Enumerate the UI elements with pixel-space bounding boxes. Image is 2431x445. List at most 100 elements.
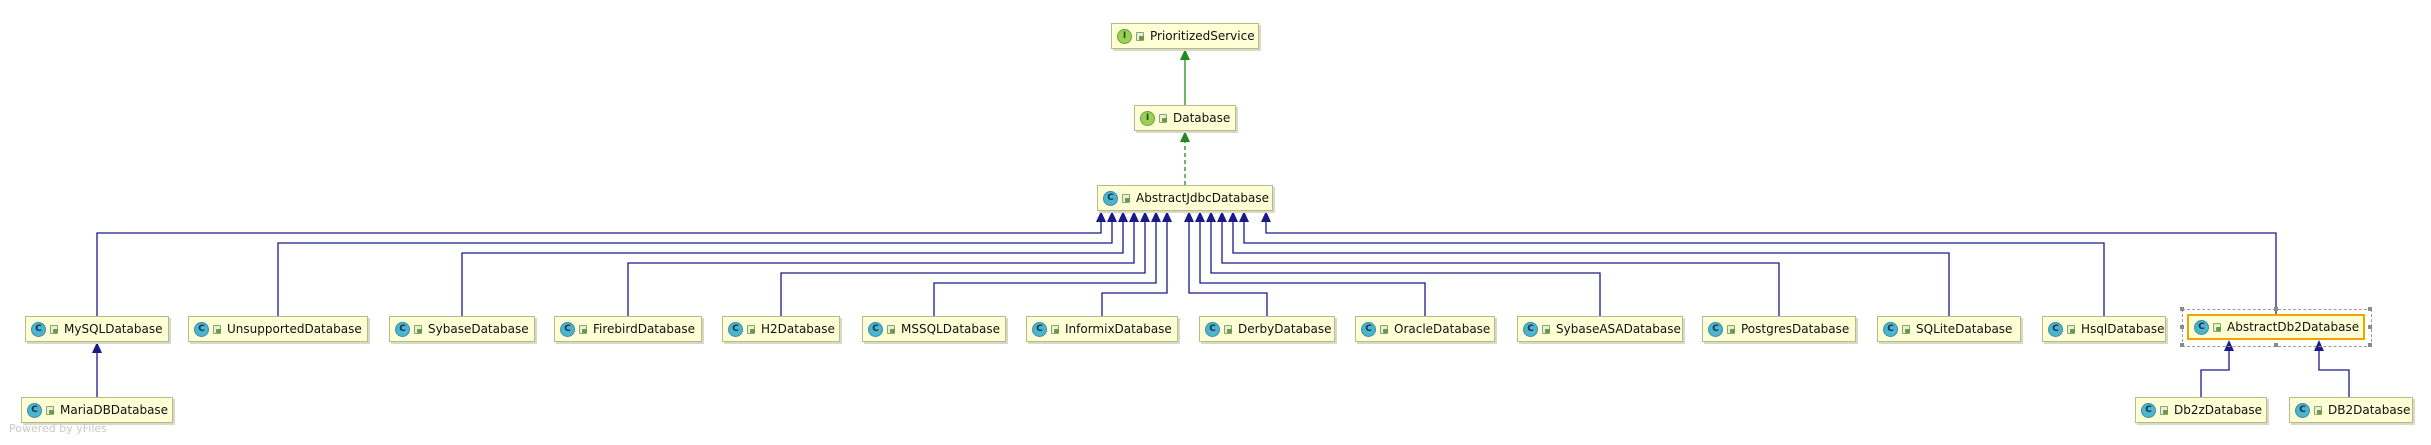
public-visibility-icon [1726, 324, 1736, 334]
edge-mysqldatabase-to-abstractjdbcdatabase-arrowhead [1096, 211, 1106, 222]
edge-h2database-to-abstractjdbcdatabase-arrowhead [1140, 211, 1150, 222]
class-name-label: PrioritizedService [1150, 29, 1255, 43]
class-node-abstractjdbcdatabase[interactable]: C AbstractJdbcDatabase [1097, 185, 1273, 211]
edge-oracledatabase-to-abstractjdbcdatabase-arrowhead [1195, 211, 1205, 222]
interface-icon: I [1117, 28, 1132, 44]
edge-hsqldatabase-to-abstractjdbcdatabase-arrowhead [1239, 211, 1249, 222]
class-name-label: AbstractDb2Database [2227, 320, 2360, 334]
edge-sybaseasadatabase-to-abstractjdbcdatabase-arrowhead [1206, 211, 1216, 222]
class-node-hsqldatabase[interactable]: C HsqlDatabase [2042, 316, 2166, 342]
edge-postgresdatabase-to-abstractjdbcdatabase [1221, 221, 1780, 316]
class-name-label: InformixDatabase [1065, 322, 1172, 336]
edge-abstractdb2database-to-abstractjdbcdatabase [1265, 221, 2277, 314]
edge-db2zdatabase-to-abstractdb2database [2200, 350, 2230, 397]
class-icon: C [194, 321, 209, 337]
class-node-h2database[interactable]: C H2Database [722, 316, 840, 342]
edge-sybasedatabase-to-abstractjdbcdatabase [461, 221, 1124, 316]
class-node-prioritizedservice[interactable]: I PrioritizedService [1111, 23, 1259, 49]
resize-handle[interactable] [2274, 307, 2278, 311]
edge-informixdatabase-to-abstractjdbcdatabase [1101, 221, 1168, 316]
class-icon: C [1032, 321, 1047, 337]
public-visibility-icon [212, 324, 222, 334]
public-visibility-icon [1379, 324, 1389, 334]
class-icon: C [395, 321, 410, 337]
edge-abstractdb2database-to-abstractjdbcdatabase-arrowhead [1261, 211, 1271, 222]
class-icon: C [1708, 321, 1723, 337]
class-icon: C [868, 321, 883, 337]
resize-handle[interactable] [2368, 325, 2372, 329]
class-icon: C [1883, 321, 1898, 337]
public-visibility-icon [413, 324, 423, 334]
class-name-label: UnsupportedDatabase [227, 322, 362, 336]
public-visibility-icon [1223, 324, 1233, 334]
edge-postgresdatabase-to-abstractjdbcdatabase-arrowhead [1217, 211, 1227, 222]
public-visibility-icon [49, 324, 59, 334]
edge-unsupporteddatabase-to-abstractjdbcdatabase-arrowhead [1107, 211, 1117, 222]
interface-icon: I [1140, 110, 1155, 126]
class-node-sqlitedatabase[interactable]: C SQLiteDatabase [1877, 316, 2021, 342]
resize-handle[interactable] [2368, 307, 2372, 311]
class-name-label: Database [1173, 111, 1231, 125]
class-node-derbydatabase[interactable]: C DerbyDatabase [1199, 316, 1335, 342]
edge-firebirddatabase-to-abstractjdbcdatabase [627, 221, 1135, 316]
edge-sqlitedatabase-to-abstractjdbcdatabase [1232, 221, 1950, 316]
edge-mssqldatabase-to-abstractjdbcdatabase [933, 221, 1157, 316]
class-node-db2zdatabase[interactable]: C Db2zDatabase [2135, 397, 2267, 423]
class-node-database[interactable]: I Database [1134, 105, 1236, 131]
edge-db2database-to-abstractdb2database-arrowhead [2314, 340, 2324, 351]
class-name-label: FirebirdDatabase [593, 322, 695, 336]
resize-handle[interactable] [2368, 343, 2372, 347]
public-visibility-icon [2313, 405, 2323, 415]
public-visibility-icon [1121, 193, 1131, 203]
class-icon: C [1205, 321, 1220, 337]
resize-handle[interactable] [2180, 325, 2184, 329]
class-name-label: HsqlDatabase [2081, 322, 2165, 336]
edge-derbydatabase-to-abstractjdbcdatabase-arrowhead [1184, 211, 1194, 222]
watermark: Powered by yFiles [9, 422, 107, 435]
class-node-informixdatabase[interactable]: C InformixDatabase [1026, 316, 1178, 342]
edge-database-to-prioritizedservice-arrowhead [1180, 49, 1190, 60]
class-icon: C [728, 321, 743, 337]
class-name-label: H2Database [761, 322, 835, 336]
class-name-label: OracleDatabase [1394, 322, 1491, 336]
class-node-sybasedatabase[interactable]: C SybaseDatabase [389, 316, 535, 342]
resize-handle[interactable] [2274, 343, 2278, 347]
public-visibility-icon [1158, 113, 1168, 123]
edge-mysqldatabase-to-abstractjdbcdatabase [96, 221, 1102, 316]
public-visibility-icon [746, 324, 756, 334]
class-name-label: DB2Database [2328, 403, 2411, 417]
resize-handle[interactable] [2180, 307, 2184, 311]
class-name-label: DerbyDatabase [1238, 322, 1332, 336]
public-visibility-icon [1135, 31, 1145, 41]
edge-derbydatabase-to-abstractjdbcdatabase [1188, 221, 1268, 316]
public-visibility-icon [2066, 324, 2076, 334]
edge-mssqldatabase-to-abstractjdbcdatabase-arrowhead [1151, 211, 1161, 222]
class-name-label: AbstractJdbcDatabase [1136, 191, 1270, 205]
class-name-label: SQLiteDatabase [1916, 322, 2013, 336]
class-icon: C [2141, 402, 2156, 418]
class-name-label: SybaseDatabase [428, 322, 529, 336]
class-icon: C [1103, 190, 1118, 206]
class-node-unsupporteddatabase[interactable]: C UnsupportedDatabase [188, 316, 368, 342]
edge-sybaseasadatabase-to-abstractjdbcdatabase [1210, 221, 1601, 316]
edge-sybasedatabase-to-abstractjdbcdatabase-arrowhead [1118, 211, 1128, 222]
public-visibility-icon [2212, 322, 2222, 332]
class-name-label: MariaDBDatabase [60, 403, 169, 417]
class-name-label: Db2zDatabase [2174, 403, 2263, 417]
class-icon: C [2048, 321, 2063, 337]
public-visibility-icon [886, 324, 896, 334]
resize-handle[interactable] [2180, 343, 2184, 347]
public-visibility-icon [1050, 324, 1060, 334]
edge-abstractjdbcdatabase-to-database-arrowhead [1180, 131, 1190, 142]
